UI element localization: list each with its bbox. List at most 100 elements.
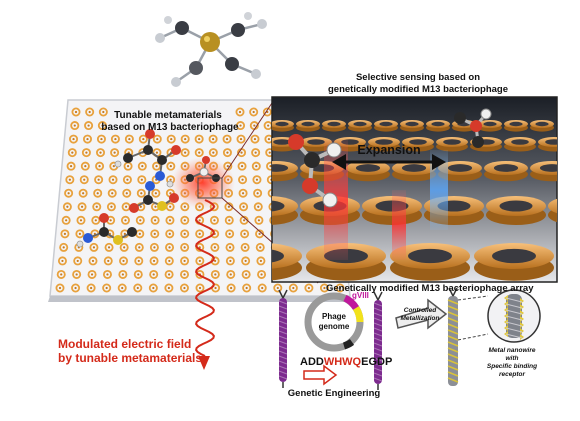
resonator-ring (110, 148, 120, 158)
resonator-ring (251, 161, 261, 171)
metamaterial-title-line1: Tunable metamaterials (114, 110, 222, 121)
nanowire-label-line3: Specific binding (487, 363, 537, 370)
resonator-ring (166, 161, 176, 171)
resonator-ring (165, 229, 175, 239)
resonator-ring (222, 148, 232, 158)
resonator-ring (66, 161, 76, 171)
field-hotspot (171, 156, 235, 209)
resonator-ring (164, 256, 174, 266)
resonator-ring (225, 256, 235, 266)
resonator-ring (108, 175, 118, 185)
panel-ring (346, 161, 390, 182)
resonator-ring (273, 283, 283, 293)
resonator-ring (319, 283, 329, 293)
resonator-ring (208, 134, 218, 144)
resonator-ring (134, 242, 144, 252)
resonator-ring (151, 188, 161, 198)
panel-ring (558, 243, 580, 281)
resonator-ring (164, 269, 174, 279)
field-wave-arrow (195, 199, 215, 370)
resonator-ring (242, 283, 252, 293)
panel-molecule-right (454, 108, 492, 148)
resonator-ring (59, 242, 69, 252)
panel-ring (402, 137, 434, 152)
resonator-ring (76, 215, 86, 225)
resonator-ring (79, 175, 89, 185)
resonator-ring (103, 256, 113, 266)
resonator-ring (288, 283, 298, 293)
resonator-ring (149, 256, 159, 266)
resonator-ring (61, 215, 71, 225)
resonator-ring (104, 242, 114, 252)
resonator-ring (180, 229, 190, 239)
resonator-ring (86, 283, 96, 293)
array-label: Genetically modified M13 bacteriophage a… (326, 283, 534, 294)
resonator-ring (241, 256, 251, 266)
phage-genome-ring (304, 292, 364, 352)
resonator-ring (255, 242, 265, 252)
resonator-ring (84, 121, 94, 131)
sensing-title-line1: Selective sensing based on (356, 72, 480, 83)
panel-ring (504, 120, 528, 132)
panel-molecule-left (288, 134, 342, 208)
panel-ring (538, 137, 557, 152)
genome-label-line2: genome (319, 322, 350, 331)
field-label-line1: Modulated electric field (58, 337, 191, 351)
expansion-label: Expansion (357, 143, 420, 157)
resonator-ring (166, 134, 176, 144)
resonator-ring (252, 175, 262, 185)
resonator-ring (94, 175, 104, 185)
resonator-ring (240, 229, 250, 239)
resonator-ring (165, 242, 175, 252)
resonator-ring (238, 175, 248, 185)
panel-ring (530, 120, 554, 132)
resonator-ring (148, 283, 158, 293)
metallized-nanowire (447, 287, 459, 386)
resonator-ring (253, 188, 263, 198)
panel-ring (478, 120, 502, 132)
gene-label: gVIII (352, 291, 369, 300)
resonator-ring (209, 215, 219, 225)
resonator-ring (133, 283, 143, 293)
molecule-cluster-lower-left (76, 213, 137, 248)
resonator-ring (102, 269, 112, 279)
resonator-ring (241, 269, 251, 279)
genome-label-line1: Phage (322, 312, 347, 321)
resonator-ring (165, 215, 175, 225)
resonator-ring (256, 256, 266, 266)
resonator-ring (180, 256, 190, 266)
panel-ring (436, 137, 468, 152)
molecule-cluster-upper (114, 129, 181, 188)
resonator-ring (335, 283, 345, 293)
resonator-ring (120, 215, 130, 225)
panel-ring (484, 161, 528, 182)
resonator-ring (249, 107, 259, 117)
resonator-ring (96, 134, 106, 144)
metamaterial-title-line2: based on M13 bacteriophage (101, 122, 239, 133)
resonator-ring (122, 188, 132, 198)
phage-rod-left (278, 289, 288, 388)
resonator-ring (60, 229, 70, 239)
resonator-ring (55, 283, 65, 293)
resonator-ring (118, 269, 128, 279)
resonator-ring (73, 256, 83, 266)
resonator-ring (137, 175, 147, 185)
resonator-ring (149, 269, 159, 279)
resonator-ring (257, 269, 267, 279)
resonator-ring (107, 188, 117, 198)
resonator-ring (236, 121, 246, 131)
resonator-ring (134, 256, 144, 266)
metallization-label-line1: Controlled (404, 307, 438, 314)
resonator-ring (80, 161, 90, 171)
genetic-engineering-arrow (303, 364, 338, 386)
resonator-ring (224, 215, 234, 225)
resonator-ring (250, 134, 260, 144)
resonator-ring (304, 283, 314, 293)
resonator-ring (237, 161, 247, 171)
resonator-ring (152, 161, 162, 171)
resonator-ring (89, 242, 99, 252)
resonator-ring (149, 242, 159, 252)
resonator-ring (137, 161, 147, 171)
resonator-ring (95, 161, 105, 171)
floating-molecule (155, 12, 267, 87)
